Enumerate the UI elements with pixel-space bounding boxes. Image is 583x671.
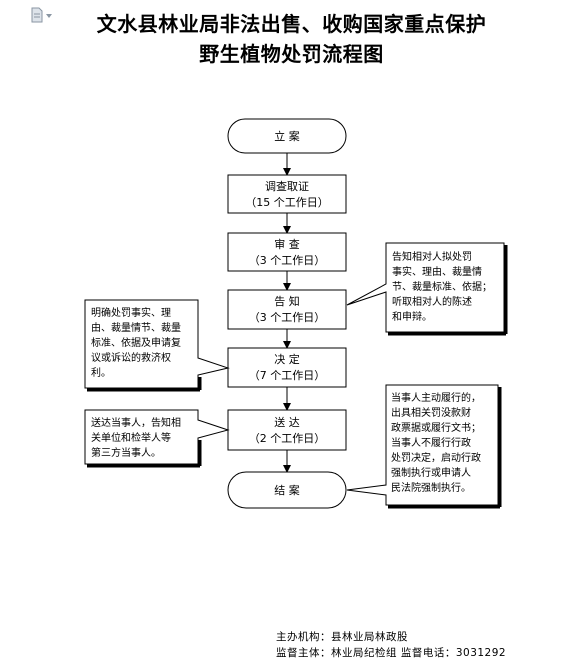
note-notify-line1: 告知相对人拟处罚 [392, 250, 472, 263]
note-decide-callout [84, 299, 230, 389]
note-notify-line3: 节、裁量标准、依据； [392, 280, 492, 293]
note-close-callout [346, 384, 499, 506]
note-deliver-line1: 送达当事人，告知相 [91, 416, 181, 429]
step-close [227, 471, 347, 509]
note-decide-line1: 明确处罚事实、理 [91, 306, 171, 319]
step-decide [227, 347, 347, 388]
footer-supervisor: 监督主体：林业局纪检组 监督电话：3031292 [276, 647, 507, 659]
step-notify [227, 289, 347, 330]
step-review [227, 232, 347, 272]
note-decide-line4: 议或诉讼的救济权 [91, 351, 171, 364]
step-case-filing [227, 118, 347, 154]
step-review-duration: （3 个工作日） [249, 254, 326, 267]
step-close-label: 结 案 [274, 483, 300, 497]
step-deliver [227, 409, 347, 451]
step-investigation-duration: （15 个工作日） [245, 196, 329, 209]
footer-organizer: 主办机构：县林业局林政股 [276, 631, 408, 643]
step-decide-label: 决 定 [274, 352, 300, 366]
step-investigation-label: 调查取证 [265, 179, 309, 193]
step-deliver-label: 送 达 [274, 415, 300, 429]
note-notify-line5: 和申辩。 [392, 310, 432, 323]
note-notify-callout [346, 242, 505, 333]
step-investigation [227, 174, 347, 214]
note-close-line4: 当事人不履行行政 [391, 436, 471, 449]
document-icon [30, 6, 60, 26]
note-close-line5: 处罚决定，启动行政 [391, 451, 481, 464]
step-case-filing-label: 立 案 [274, 129, 300, 143]
note-deliver-line2: 关单位和检举人等 [91, 431, 171, 444]
note-decide-line5: 利。 [91, 367, 111, 379]
note-close-line6: 强制执行或申请人 [391, 466, 471, 479]
note-close-line7: 民法院强制执行。 [391, 481, 471, 494]
note-decide-line2: 由、裁量情节、裁量 [91, 321, 181, 334]
page-title-line1: 文水县林业局非法出售、收购国家重点保护 [96, 12, 487, 36]
step-decide-duration: （7 个工作日） [249, 369, 326, 382]
step-notify-duration: （3 个工作日） [249, 311, 326, 324]
note-decide-line3: 标准、依据及申请复 [91, 336, 181, 349]
step-notify-label: 告 知 [274, 294, 300, 308]
step-deliver-duration: （2 个工作日） [249, 432, 326, 445]
note-deliver-line3: 第三方当事人。 [91, 446, 161, 459]
note-close-line3: 政票据或履行文书； [391, 421, 481, 434]
note-deliver-callout [84, 409, 230, 465]
note-close-line1: 当事人主动履行的， [391, 391, 481, 404]
note-close-line2: 出具相关罚没款财 [391, 406, 471, 419]
page-title-line2: 野生植物处罚流程图 [199, 42, 384, 66]
step-review-label: 审 查 [274, 237, 300, 251]
note-notify-line4: 听取相对人的陈述 [392, 295, 472, 308]
note-notify-line2: 事实、理由、裁量情 [392, 265, 482, 278]
